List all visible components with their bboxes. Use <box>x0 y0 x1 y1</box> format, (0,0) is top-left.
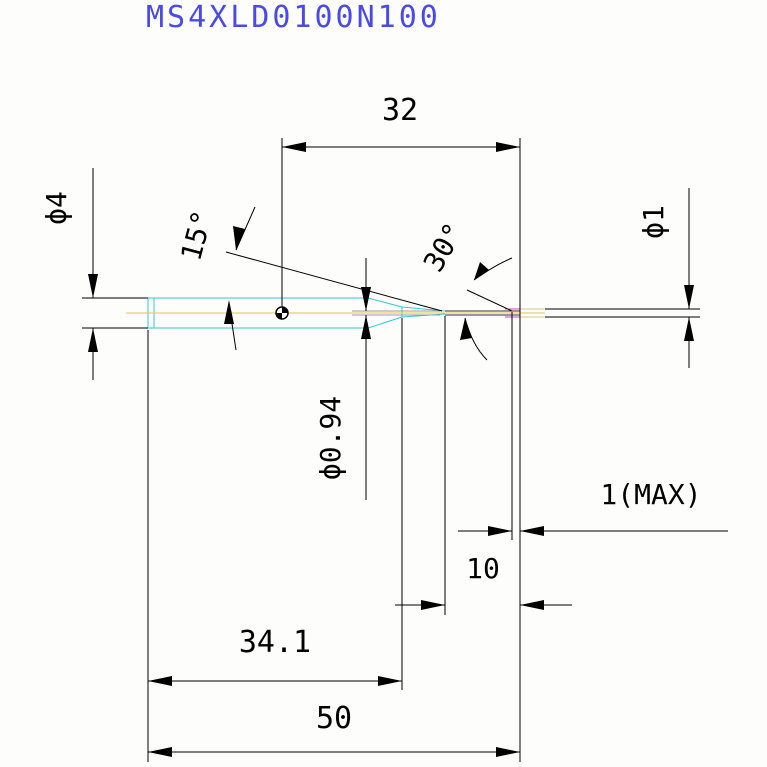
center-mark-icon <box>275 306 289 320</box>
dim-shank-length: 34.1 <box>239 625 311 660</box>
dim-tip-offset: 1(MAX) <box>600 478 701 511</box>
dim-overall-length: 50 <box>316 701 352 736</box>
dim-tip-length: 32 <box>382 93 418 128</box>
arrowheads <box>88 142 694 757</box>
dim-shank-diameter: ϕ4 <box>40 191 73 225</box>
part-number-title: MS4XLD0100N100 <box>146 0 441 35</box>
dimension-lines <box>92 138 728 762</box>
dim-tip-diameter: ϕ1 <box>637 205 670 239</box>
tip-detail <box>352 308 545 318</box>
dim-flute-length: 10 <box>466 552 500 585</box>
dim-neck-diameter: ϕ0.94 <box>314 396 347 480</box>
